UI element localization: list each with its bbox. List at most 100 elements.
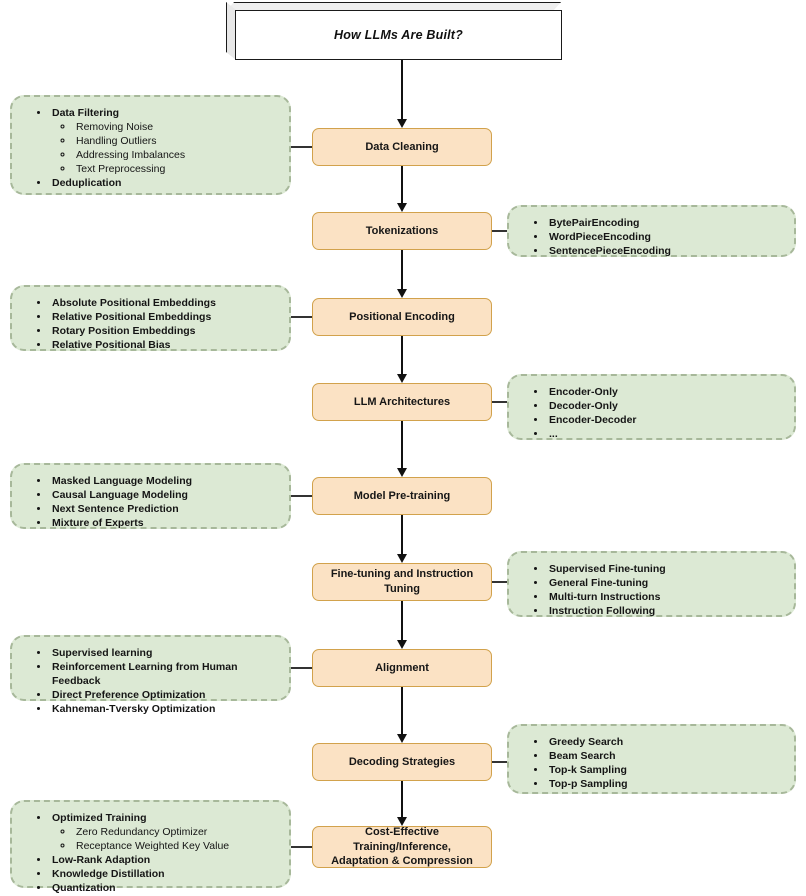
detail-list-item: Masked Language Modeling bbox=[50, 475, 277, 489]
stage-label: Alignment bbox=[375, 661, 429, 674]
connector-detail-llm-architectures bbox=[492, 401, 507, 403]
detail-list-item: Supervised learning bbox=[50, 647, 277, 661]
stage-label: Fine-tuning and Instruction Tuning bbox=[330, 568, 474, 595]
detail-box-model-pre-training: Masked Language ModelingCausal Language … bbox=[10, 463, 291, 529]
stage-node-decoding-strategies[interactable]: Decoding Strategies bbox=[312, 743, 492, 781]
detail-list: Masked Language ModelingCausal Language … bbox=[24, 475, 277, 531]
arrow-stage-7-to-8 bbox=[397, 817, 407, 826]
detail-list: Greedy SearchBeam SearchTop-k SamplingTo… bbox=[521, 736, 782, 792]
detail-list-item: Data FilteringRemoving NoiseHandling Out… bbox=[50, 107, 277, 177]
detail-box-data-cleaning: Data FilteringRemoving NoiseHandling Out… bbox=[10, 95, 291, 195]
connector-stage-6-to-7 bbox=[401, 687, 403, 734]
stage-node-fine-tuning[interactable]: Fine-tuning and Instruction Tuning bbox=[312, 563, 492, 601]
arrow-stage-6-to-7 bbox=[397, 734, 407, 743]
detail-list-item: Relative Positional Bias bbox=[50, 339, 277, 353]
detail-box-fine-tuning: Supervised Fine-tuningGeneral Fine-tunin… bbox=[507, 551, 796, 617]
detail-list: BytePairEncodingWordPieceEncodingSentenc… bbox=[521, 217, 782, 259]
detail-list-item: Absolute Positional Embeddings bbox=[50, 297, 277, 311]
detail-box-positional-encoding: Absolute Positional EmbeddingsRelative P… bbox=[10, 285, 291, 351]
connector-detail-cost-effective bbox=[291, 846, 312, 848]
connector-stage-1-to-2 bbox=[401, 250, 403, 289]
stage-label: Tokenizations bbox=[365, 224, 439, 237]
detail-list-item: BytePairEncoding bbox=[547, 217, 782, 231]
page-title: How LLMs Are Built? bbox=[333, 28, 464, 42]
connector-stage-7-to-8 bbox=[401, 781, 403, 817]
stage-label: Model Pre-training bbox=[353, 489, 451, 502]
detail-list-item: Deduplication bbox=[50, 177, 277, 191]
arrow-stage-2-to-3 bbox=[397, 374, 407, 383]
stage-node-llm-architectures[interactable]: LLM Architectures bbox=[312, 383, 492, 421]
stage-label: Data Cleaning bbox=[365, 140, 439, 153]
detail-list-item: Reinforcement Learning from Human Feedba… bbox=[50, 661, 277, 689]
connector-detail-model-pre-training bbox=[291, 495, 312, 497]
detail-sublist-item: Zero Redundancy Optimizer bbox=[74, 826, 277, 840]
detail-list-item: Greedy Search bbox=[547, 736, 782, 750]
detail-list: Data FilteringRemoving NoiseHandling Out… bbox=[24, 107, 277, 191]
detail-list-item: Direct Preference Optimization bbox=[50, 689, 277, 703]
detail-sublist-item: Text Preprocessing bbox=[74, 163, 277, 177]
arrow-title-to-stage-0 bbox=[397, 119, 407, 128]
connector-stage-5-to-6 bbox=[401, 601, 403, 640]
detail-list-item: Instruction Following bbox=[547, 605, 782, 619]
stage-node-positional-encoding[interactable]: Positional Encoding bbox=[312, 298, 492, 336]
detail-list-item: Knowledge Distillation bbox=[50, 868, 277, 882]
detail-list-item: Mixture of Experts bbox=[50, 517, 277, 531]
detail-list-item: Decoder-Only bbox=[547, 400, 782, 414]
detail-list: Encoder-OnlyDecoder-OnlyEncoder-Decoder.… bbox=[521, 386, 782, 442]
connector-stage-2-to-3 bbox=[401, 336, 403, 374]
detail-box-alignment: Supervised learningReinforcement Learnin… bbox=[10, 635, 291, 715]
detail-sublist: Zero Redundancy OptimizerReceptance Weig… bbox=[52, 826, 277, 854]
detail-list-item: Supervised Fine-tuning bbox=[547, 563, 782, 577]
detail-list-item: Encoder-Only bbox=[547, 386, 782, 400]
arrow-stage-1-to-2 bbox=[397, 289, 407, 298]
connector-detail-alignment bbox=[291, 667, 312, 669]
stage-label: Decoding Strategies bbox=[348, 755, 456, 768]
detail-list-item: Multi-turn Instructions bbox=[547, 591, 782, 605]
arrow-stage-5-to-6 bbox=[397, 640, 407, 649]
detail-sublist: Removing NoiseHandling OutliersAddressin… bbox=[52, 121, 277, 177]
connector-title-to-stage-0 bbox=[401, 60, 403, 119]
detail-list: Supervised learningReinforcement Learnin… bbox=[24, 647, 277, 717]
stage-node-data-cleaning[interactable]: Data Cleaning bbox=[312, 128, 492, 166]
arrow-stage-4-to-5 bbox=[397, 554, 407, 563]
detail-box-decoding-strategies: Greedy SearchBeam SearchTop-k SamplingTo… bbox=[507, 724, 796, 794]
detail-list-item: Top-p Sampling bbox=[547, 778, 782, 792]
connector-stage-3-to-4 bbox=[401, 421, 403, 468]
detail-list-item: Encoder-Decoder bbox=[547, 414, 782, 428]
arrow-stage-0-to-1 bbox=[397, 203, 407, 212]
detail-list-item: Top-k Sampling bbox=[547, 764, 782, 778]
connector-detail-fine-tuning bbox=[492, 581, 507, 583]
connector-detail-tokenizations bbox=[492, 230, 507, 232]
detail-list-item: Next Sentence Prediction bbox=[50, 503, 277, 517]
stage-label: Positional Encoding bbox=[349, 310, 455, 323]
connector-detail-positional-encoding bbox=[291, 316, 312, 318]
detail-list-item: Beam Search bbox=[547, 750, 782, 764]
diagram-title-box: How LLMs Are Built? bbox=[235, 10, 562, 60]
connector-detail-data-cleaning bbox=[291, 146, 312, 148]
stage-label-line1: Cost-Effective Training/Inference, bbox=[353, 825, 451, 853]
detail-list-item: Rotary Position Embeddings bbox=[50, 325, 277, 339]
detail-list-item: Relative Positional Embeddings bbox=[50, 311, 277, 325]
stage-label: Cost-Effective Training/Inference, Adapt… bbox=[319, 825, 485, 870]
stage-node-alignment[interactable]: Alignment bbox=[312, 649, 492, 687]
detail-list-item: ... bbox=[547, 428, 782, 442]
detail-box-llm-architectures: Encoder-OnlyDecoder-OnlyEncoder-Decoder.… bbox=[507, 374, 796, 440]
detail-list: Absolute Positional EmbeddingsRelative P… bbox=[24, 297, 277, 353]
detail-list-item: Kahneman-Tversky Optimization bbox=[50, 703, 277, 717]
stage-label-line2: Adaptation & Compression bbox=[331, 855, 473, 868]
detail-sublist-item: Removing Noise bbox=[74, 121, 277, 135]
detail-box-cost-effective: Optimized TrainingZero Redundancy Optimi… bbox=[10, 800, 291, 894]
stage-label: LLM Architectures bbox=[353, 395, 451, 408]
stage-node-tokenizations[interactable]: Tokenizations bbox=[312, 212, 492, 250]
stage-node-cost-effective[interactable]: Cost-Effective Training/Inference, Adapt… bbox=[312, 826, 492, 868]
detail-sublist-item: Addressing Imbalances bbox=[74, 149, 277, 163]
stage-node-model-pre-training[interactable]: Model Pre-training bbox=[312, 477, 492, 515]
detail-list-item: Optimized TrainingZero Redundancy Optimi… bbox=[50, 812, 277, 854]
arrow-stage-3-to-4 bbox=[397, 468, 407, 477]
detail-list: Optimized TrainingZero Redundancy Optimi… bbox=[24, 812, 277, 896]
detail-sublist-item: Handling Outliers bbox=[74, 135, 277, 149]
detail-list-item: WordPieceEncoding bbox=[547, 231, 782, 245]
detail-list: Supervised Fine-tuningGeneral Fine-tunin… bbox=[521, 563, 782, 619]
detail-list-item: SentencePieceEncoding bbox=[547, 245, 782, 259]
detail-list-item: Causal Language Modeling bbox=[50, 489, 277, 503]
